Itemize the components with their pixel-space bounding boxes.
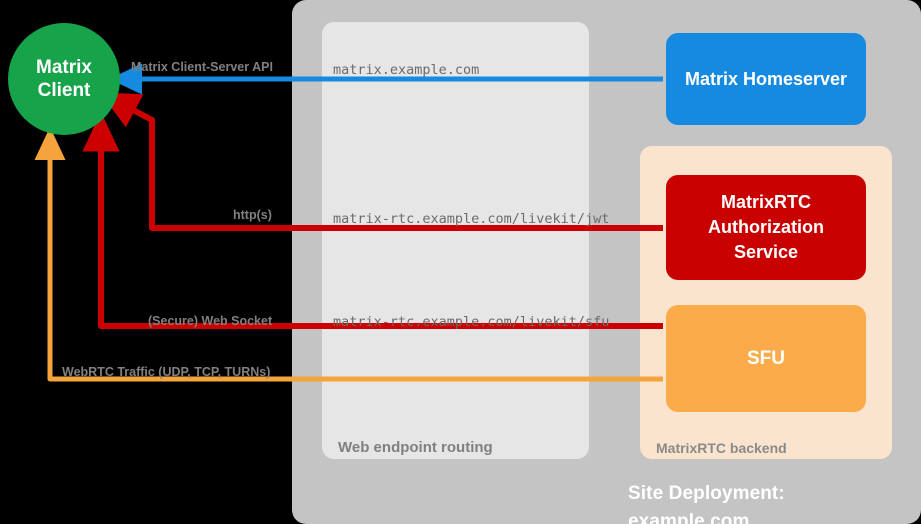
node-matrix-homeserver[interactable]: Matrix Homeserver — [666, 33, 866, 125]
container-label-matrixrtc-backend: MatrixRTC backend — [656, 440, 787, 456]
node-matrix-client[interactable]: Matrix Client — [8, 23, 120, 135]
edge-secure-web-socket — [82, 111, 663, 329]
endpoint-url-livekit-jwt: matrix-rtc.example.com/livekit/jwt — [333, 211, 610, 227]
edge-label-matrix-client-server-api: Matrix Client-Server API — [131, 60, 273, 74]
node-auth-line2: Authorization — [708, 217, 824, 237]
node-auth-line3: Service — [733, 242, 799, 262]
edge-https-jwt — [99, 92, 663, 231]
container-label-web-endpoint-routing: Web endpoint routing — [338, 439, 493, 456]
edge-webrtc-traffic — [34, 126, 663, 382]
node-auth-line1: MatrixRTC — [720, 192, 811, 212]
node-matrix-homeserver-label: Matrix Homeserver — [684, 68, 848, 89]
edge-label-https: http(s) — [233, 208, 272, 222]
endpoint-url-livekit-sfu: matrix-rtc.example.com/livekit/sfu — [333, 314, 610, 330]
edge-label-webrtc-traffic: WebRTC Traffic (UDP, TCP, TURNs) — [62, 365, 271, 379]
container-label-site-deployment: Site Deployment: example.com — [628, 483, 785, 524]
container-web-endpoint-routing — [322, 22, 589, 459]
node-sfu[interactable]: SFU — [666, 305, 866, 412]
edge-label-secure-web-socket: (Secure) Web Socket — [148, 314, 273, 328]
node-sfu-label: SFU — [747, 347, 785, 369]
node-matrix-client-line1: Matrix — [36, 57, 92, 78]
node-matrix-client-line2: Client — [37, 80, 91, 101]
endpoint-url-matrix: matrix.example.com — [333, 62, 480, 78]
node-matrixrtc-authorization-service[interactable]: MatrixRTC Authorization Service — [666, 175, 866, 280]
